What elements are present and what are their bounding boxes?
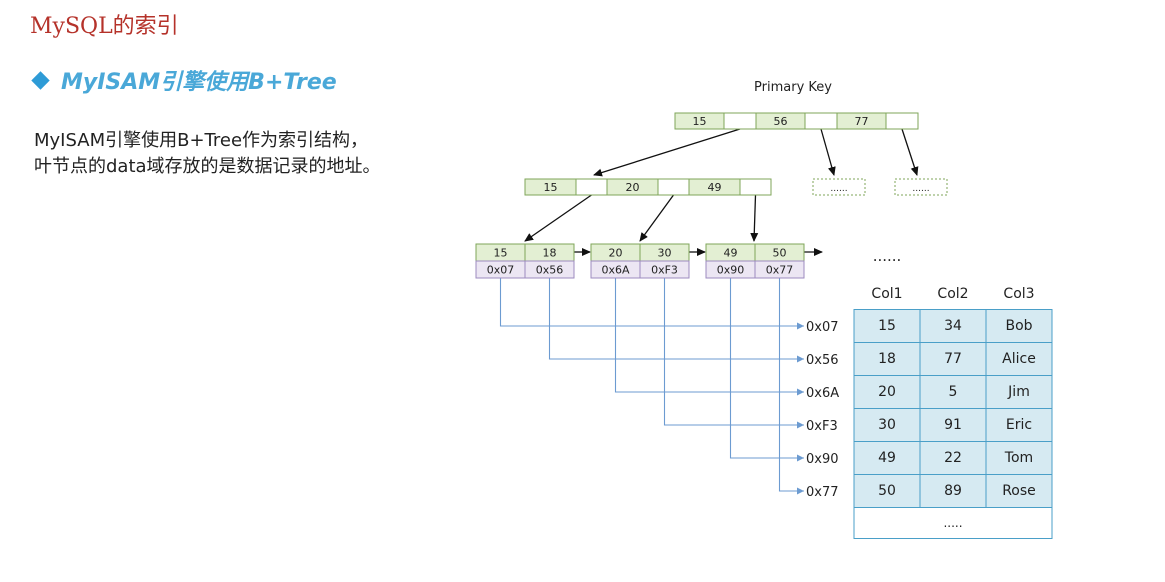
table-cell-4-2 bbox=[985, 441, 1053, 475]
table-header-0: Col1 bbox=[871, 286, 902, 302]
placeholder-node-1 bbox=[894, 178, 948, 196]
section-heading-text: MyISAM引擎使用B+Tree bbox=[61, 70, 337, 95]
mid-ptr-1 bbox=[657, 178, 690, 196]
placeholder-node-1-text: ...... bbox=[912, 184, 929, 194]
table-cell-4-0-text: 49 bbox=[878, 450, 896, 466]
table-cell-2-0 bbox=[853, 375, 921, 409]
table-cell-2-2-text: Jim bbox=[1007, 384, 1030, 400]
root-label: Primary Key bbox=[754, 80, 832, 95]
mid-key-0-text: 15 bbox=[544, 181, 558, 194]
table-cell-5-2 bbox=[985, 474, 1053, 508]
address-connector-1 bbox=[548, 278, 804, 363]
leaf-0-addr-1 bbox=[524, 260, 575, 279]
leaf-1-addr-1-text: 0xF3 bbox=[651, 264, 678, 277]
table-header-1: Col2 bbox=[937, 286, 968, 302]
mid-ptr-2 bbox=[739, 178, 772, 196]
table-cell-5-0-text: 50 bbox=[878, 483, 896, 499]
table-cell-0-1 bbox=[919, 309, 987, 343]
leaf-ellipsis: ...... bbox=[873, 247, 902, 265]
table-footer bbox=[853, 507, 1053, 539]
address-label-2: 0x6A bbox=[806, 386, 839, 401]
table-cell-3-0 bbox=[853, 408, 921, 442]
leaf-2-addr-1-text: 0x77 bbox=[766, 264, 794, 277]
leaf-1-addr-0-text: 0x6A bbox=[601, 264, 630, 277]
table-cell-5-2-text: Rose bbox=[1002, 483, 1036, 499]
table-cell-4-0 bbox=[853, 441, 921, 475]
leaf-0-key-0-text: 15 bbox=[494, 247, 508, 260]
description-line-1: MyISAM引擎使用B+Tree作为索引结构， bbox=[34, 130, 369, 151]
placeholder-node-0-text: ...... bbox=[830, 184, 847, 194]
table-cell-1-0-text: 18 bbox=[878, 351, 896, 367]
root-ptr-0 bbox=[723, 112, 757, 130]
table-cell-0-2 bbox=[985, 309, 1053, 343]
root-arrow-0 bbox=[593, 128, 741, 177]
address-label-4: 0x90 bbox=[806, 452, 839, 467]
leaf-2-key-1-text: 50 bbox=[773, 247, 787, 260]
table-cell-2-1 bbox=[919, 375, 987, 409]
leaf-1-key-1-text: 30 bbox=[658, 247, 672, 260]
table-cell-2-0-text: 20 bbox=[878, 384, 896, 400]
mid-arrow-2 bbox=[750, 194, 759, 242]
table-cell-4-1-text: 22 bbox=[944, 450, 962, 466]
table-cell-1-1 bbox=[919, 342, 987, 376]
leaf-0-addr-0-text: 0x07 bbox=[487, 264, 515, 277]
mid-arrow-0 bbox=[524, 194, 592, 242]
address-connector-3 bbox=[663, 278, 804, 429]
leaf-2-addr-1 bbox=[754, 260, 805, 279]
address-connector-4 bbox=[729, 278, 804, 462]
root-ptr-2 bbox=[885, 112, 919, 130]
root-key-0-text: 15 bbox=[693, 115, 707, 128]
table-cell-1-2-text: Alice bbox=[1002, 351, 1036, 367]
table-header-2: Col3 bbox=[1003, 286, 1034, 302]
table-cell-5-1-text: 89 bbox=[944, 483, 962, 499]
table-cell-3-0-text: 30 bbox=[878, 417, 896, 433]
address-label-0: 0x07 bbox=[806, 320, 839, 335]
table-cell-0-0 bbox=[853, 309, 921, 343]
table-cell-3-2 bbox=[985, 408, 1053, 442]
leaf-1-addr-1 bbox=[639, 260, 690, 279]
root-key-1-text: 56 bbox=[774, 115, 788, 128]
address-connector-5 bbox=[778, 278, 804, 495]
address-label-1: 0x56 bbox=[806, 353, 839, 368]
address-label-5: 0x77 bbox=[806, 485, 839, 500]
leaf-0-key-1-text: 18 bbox=[543, 247, 557, 260]
leaf-2-addr-0-text: 0x90 bbox=[717, 264, 745, 277]
table-cell-1-1-text: 77 bbox=[944, 351, 962, 367]
table-cell-0-1-text: 34 bbox=[944, 318, 962, 334]
mid-arrow-1 bbox=[639, 194, 675, 242]
table-cell-4-1 bbox=[919, 441, 987, 475]
table-cell-2-1-text: 5 bbox=[949, 384, 958, 400]
table-cell-3-2-text: Eric bbox=[1006, 417, 1032, 433]
table-cell-4-2-text: Tom bbox=[1004, 450, 1033, 466]
placeholder-node-0 bbox=[812, 178, 866, 196]
table-footer-text: ..... bbox=[943, 516, 962, 530]
page-title: MySQL的索引 bbox=[30, 14, 179, 39]
table-cell-2-2 bbox=[985, 375, 1053, 409]
mid-key-2-text: 49 bbox=[708, 181, 722, 194]
table-cell-1-2 bbox=[985, 342, 1053, 376]
leaf-1-key-0-text: 20 bbox=[609, 247, 623, 260]
description: MyISAM引擎使用B+Tree作为索引结构， 叶节点的data域存放的是数据记… bbox=[34, 128, 381, 180]
section-heading: MyISAM引擎使用B+Tree bbox=[31, 64, 337, 96]
table-cell-3-1-text: 91 bbox=[944, 417, 962, 433]
address-connector-2 bbox=[614, 278, 804, 396]
root-key-2-text: 77 bbox=[855, 115, 869, 128]
leaf-0-addr-1-text: 0x56 bbox=[536, 264, 564, 277]
root-arrow-2 bbox=[901, 128, 919, 176]
address-connector-0 bbox=[499, 278, 804, 330]
root-arrow-1 bbox=[820, 128, 836, 176]
address-label-3: 0xF3 bbox=[806, 419, 838, 434]
mid-ptr-0 bbox=[575, 178, 608, 196]
table-cell-0-0-text: 15 bbox=[878, 318, 896, 334]
description-line-2: 叶节点的data域存放的是数据记录的地址。 bbox=[34, 156, 381, 177]
table-cell-0-2-text: Bob bbox=[1005, 318, 1032, 334]
leaf-2-key-0-text: 49 bbox=[724, 247, 738, 260]
mid-key-1-text: 20 bbox=[626, 181, 640, 194]
root-ptr-1 bbox=[804, 112, 838, 130]
